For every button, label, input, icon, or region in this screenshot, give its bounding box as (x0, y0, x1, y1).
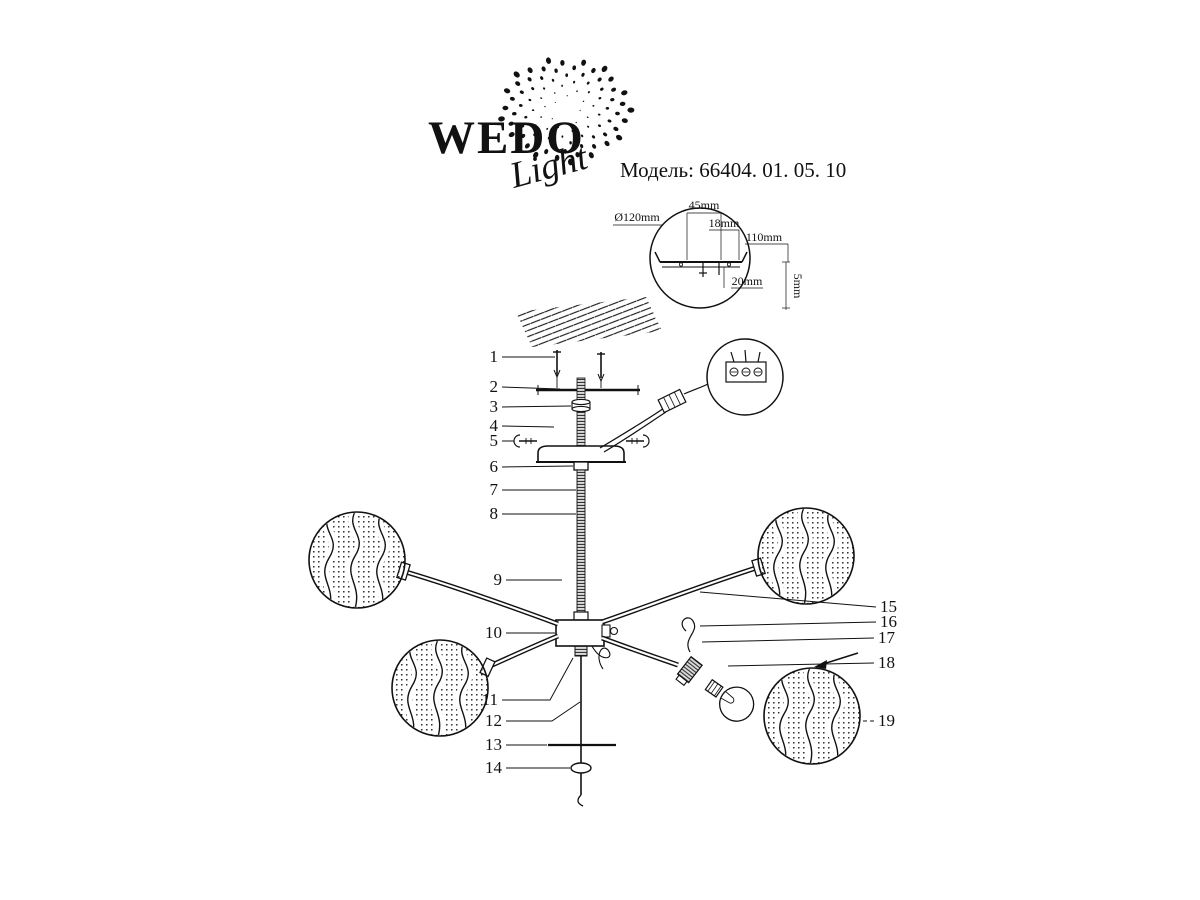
mounting-screw-right (597, 352, 605, 383)
part-number-4: 4 (490, 416, 499, 435)
part-number-17: 17 (878, 628, 896, 647)
part-number-14: 14 (485, 758, 503, 777)
mounting-strap (536, 374, 640, 395)
hub-side-screw (609, 626, 619, 636)
shade-lower-left (392, 636, 488, 740)
mounting-screw-left (553, 350, 561, 379)
ceiling-canopy (537, 445, 625, 463)
leader-lines (501, 356, 877, 769)
install-arrow-icon (814, 652, 859, 669)
hub-side-fitting (601, 624, 611, 638)
finial-ring (570, 762, 592, 774)
hub-wire-loop (591, 645, 611, 670)
part-number-12: 12 (485, 711, 502, 730)
part-number-16: 16 (880, 612, 897, 631)
lock-nut (571, 398, 591, 413)
mount-detail (613, 207, 790, 310)
part-number-9: 9 (494, 570, 503, 589)
part-number-5: 5 (490, 431, 499, 450)
wire-connector (657, 388, 687, 414)
part-numbers-right: 15 16 17 18 19 (878, 597, 897, 730)
socket-wire (681, 617, 696, 653)
canopy-screw-right (626, 434, 650, 448)
brand-wordmark: WEDO (428, 112, 585, 164)
part-number-19: 19 (878, 711, 895, 730)
bottom-hook (577, 794, 584, 807)
supply-wire-2 (603, 411, 667, 453)
light-bulb (704, 678, 755, 722)
part-number-1: 1 (490, 347, 499, 366)
shade-upper-left (309, 508, 405, 612)
part-number-18: 18 (878, 653, 895, 672)
wiring (599, 338, 784, 453)
dimension-110mm: 110mm (746, 230, 783, 244)
part-number-3: 3 (490, 397, 499, 416)
dimension-20mm: 20mm (732, 274, 763, 288)
threaded-rod-main (576, 469, 586, 621)
wire-to-terminal (683, 383, 709, 395)
part-number-7: 7 (490, 480, 499, 499)
mount-detail-circle (649, 207, 751, 309)
dimension-dia120mm: Ø120mm (614, 210, 660, 224)
shade-exploded (764, 664, 860, 768)
lamp-socket (675, 655, 703, 687)
part-number-6: 6 (490, 457, 499, 476)
lower-coupler (574, 645, 588, 657)
hub-top-collar (573, 611, 589, 621)
canopy-screw-left (513, 434, 537, 448)
part-number-15: 15 (880, 597, 897, 616)
dimension-45mm: 45mm (689, 198, 720, 212)
part-number-10: 10 (485, 623, 502, 642)
dimension-lines (613, 212, 790, 310)
part-number-8: 8 (490, 504, 499, 523)
model-label: Модель: 66404. 01. 05. 10 (620, 158, 846, 182)
shade-upper-right (758, 504, 854, 608)
supply-wire-1 (599, 407, 665, 449)
brand-logo: WEDO Light (428, 57, 635, 197)
terminal-detail (706, 338, 784, 416)
arm-hub (555, 619, 605, 647)
ceiling-hatch (516, 297, 662, 347)
terminal-detail-circle (706, 338, 784, 416)
rod-collar (573, 461, 589, 471)
logo-spiral-icon (498, 57, 635, 166)
dimension-5mm: 5mm (791, 274, 805, 299)
part-number-13: 13 (485, 735, 502, 754)
dimension-18mm: 18mm (709, 216, 740, 230)
socket-assembly (675, 617, 755, 722)
part-number-2: 2 (490, 377, 499, 396)
central-assembly (513, 350, 650, 807)
part-numbers-left: 1 2 3 4 5 6 7 8 9 10 11 12 13 14 (482, 347, 503, 777)
part-number-11: 11 (482, 690, 498, 709)
mount-bracket (654, 251, 748, 277)
